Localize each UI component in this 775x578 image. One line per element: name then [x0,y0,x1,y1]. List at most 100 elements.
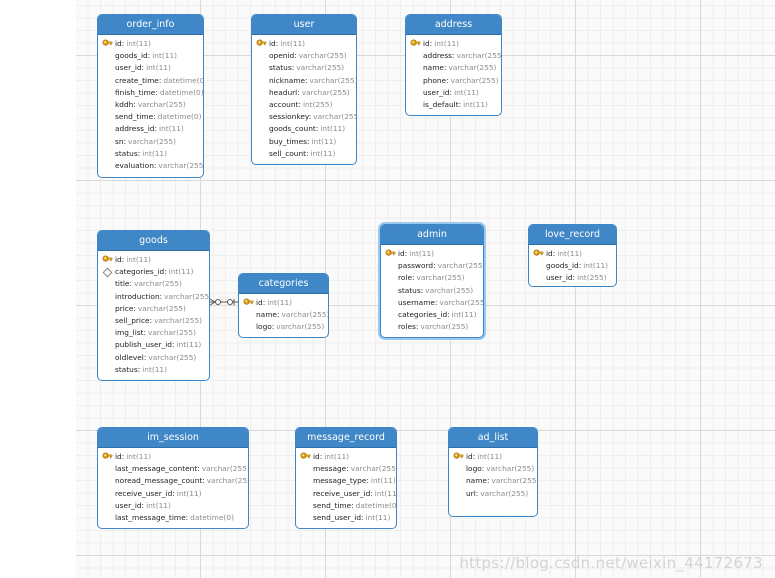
field-row[interactable]: id:int(11) [453,451,533,463]
field-row[interactable]: introduction:varchar(255) [102,291,209,303]
field-row[interactable]: account:int(255) [256,99,352,111]
field-name: openid: [269,51,297,61]
field-row[interactable]: title:varchar(255) [102,278,205,290]
field-row[interactable]: logo:varchar(255) [243,321,324,333]
field-name: oldlevel: [115,352,147,362]
field-name: url: [466,488,479,498]
field-row[interactable]: user_id:int(255) [533,272,612,284]
field-row[interactable]: id:int(11) [385,248,479,260]
field-row[interactable]: send_time:datetime(0) [102,111,202,123]
field-row[interactable]: status:int(11) [102,148,199,160]
field-row[interactable]: img_list:varchar(255) [102,327,205,339]
field-row[interactable]: last_message_content:varchar(255) [102,463,248,475]
field-row[interactable]: sell_count:int(11) [256,148,352,160]
field-name: phone: [423,75,449,85]
field-row[interactable]: id:int(11) [300,451,392,463]
field-row[interactable]: username:varchar(255) [385,297,483,309]
field-row[interactable]: message:varchar(255) [300,463,396,475]
field-type: int(11) [176,340,202,350]
field-row[interactable]: id:int(11) [102,254,205,266]
field-row[interactable]: last_message_time:datetime(0) [102,512,244,524]
field-row[interactable]: sn:varchar(255) [102,136,199,148]
field-row[interactable]: nickname:varchar(255) [256,75,356,87]
field-row[interactable]: kddh:varchar(255) [102,99,199,111]
field-row[interactable]: user_id:int(11) [102,62,199,74]
field-type: varchar(255) [298,51,347,61]
field-row[interactable]: goods_count:int(11) [256,123,352,135]
field-row[interactable]: name:varchar(255) [453,475,537,487]
field-row[interactable]: price:varchar(255) [102,303,205,315]
field-row[interactable]: id:int(11) [243,297,324,309]
field-name: goods_count: [269,124,319,134]
field-row[interactable]: headurl:varchar(255) [256,87,352,99]
field-row[interactable]: status:int(11) [102,364,205,376]
field-row[interactable]: is_default:int(11) [410,99,497,111]
field-row[interactable]: user_id:int(11) [102,500,244,512]
field-row[interactable]: id:int(11) [102,38,199,50]
field-row[interactable]: id:int(11) [533,248,612,260]
field-row[interactable]: user_id:int(11) [410,87,497,99]
field-type: varchar(255) [425,285,474,295]
field-row[interactable]: phone:varchar(255) [410,75,499,87]
field-row[interactable]: openid:varchar(255) [256,50,352,62]
field-row[interactable]: logo:varchar(255) [453,463,534,475]
table-title: user [252,15,356,35]
field-row[interactable]: publish_user_id:int(11) [102,339,205,351]
field-row[interactable]: goods_id:int(11) [102,50,199,62]
field-row[interactable]: categories_id:int(11) [102,266,205,278]
field-row[interactable]: role:varchar(255) [385,272,479,284]
field-name: status: [269,63,295,73]
field-type: varchar(255) [148,352,197,362]
field-row[interactable]: send_time:datetime(0) [300,500,396,512]
field-row[interactable]: id:int(11) [102,451,244,463]
field-row[interactable]: address_id:int(11) [102,123,199,135]
field-type: varchar(255) [133,279,182,289]
field-row[interactable]: send_user_id:int(11) [300,512,392,524]
field-row[interactable]: status:varchar(255) [385,285,479,297]
field-row[interactable]: receive_user_id:int(11) [300,488,396,500]
field-row[interactable]: sell_price:varchar(255) [102,315,205,327]
field-row[interactable]: noread_message_count:varchar(255) [102,475,248,487]
field-name: goods_id: [115,51,151,61]
field-row[interactable]: id:int(11) [256,38,352,50]
field-row[interactable]: receive_user_id:int(11) [102,488,244,500]
field-type: varchar(255) [313,112,357,122]
field-row[interactable]: password:varchar(255) [385,260,483,272]
field-row[interactable]: address:varchar(255) [410,50,501,62]
field-name: introduction: [115,291,163,301]
field-name: sn: [115,136,127,146]
field-row[interactable]: categories_id:int(11) [385,309,479,321]
field-row[interactable]: buy_times:int(11) [256,136,352,148]
field-row[interactable]: url:varchar(255) [453,488,533,500]
field-type: int(11) [370,476,396,486]
field-type: varchar(255) [416,273,465,283]
field-row[interactable]: sessionkey:varchar(255) [256,111,356,123]
field-name: id: [115,255,125,264]
table-title: goods [98,231,209,251]
field-type: varchar(255) [456,51,502,61]
field-row[interactable]: name:varchar(255) [243,309,328,321]
field-row[interactable]: create_time:datetime(0) [102,75,203,87]
field-row[interactable]: goods_id:int(11) [533,260,612,272]
field-row[interactable]: evaluation:varchar(255) [102,160,203,172]
field-row[interactable]: status:varchar(255) [256,62,352,74]
field-name: buy_times: [269,136,310,146]
field-row[interactable]: roles:varchar(255) [385,321,479,333]
primary-key-icon [385,248,396,260]
field-row[interactable]: finish_time:datetime(0) [102,87,203,99]
field-row[interactable]: id:int(11) [410,38,497,50]
field-row[interactable]: message_type:int(11) [300,475,396,487]
field-row[interactable]: oldlevel:varchar(255) [102,352,205,364]
primary-key-icon [533,248,544,260]
field-row[interactable]: name:varchar(255) [410,62,497,74]
